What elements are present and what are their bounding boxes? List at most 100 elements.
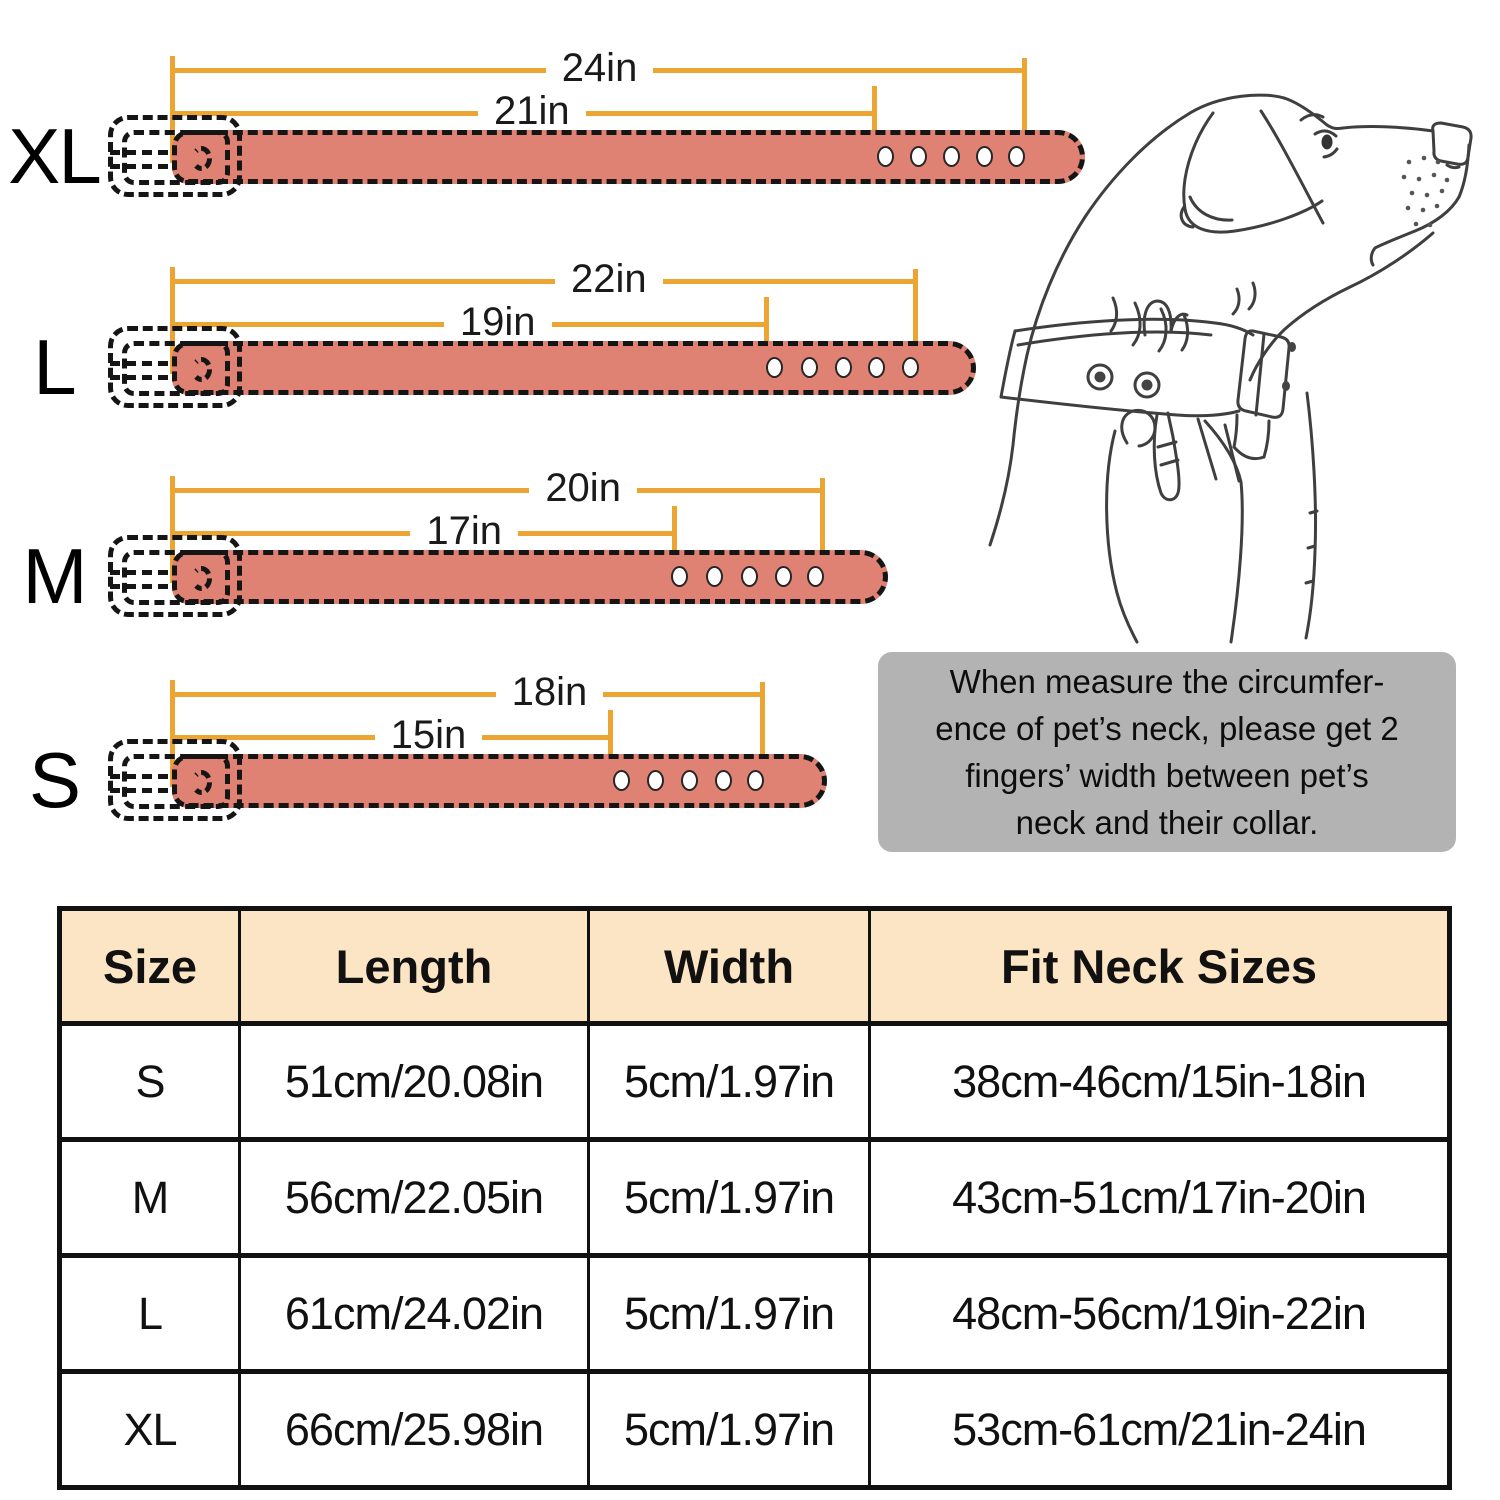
line-segment: [636, 487, 825, 493]
collar-hole: [671, 566, 688, 587]
collar-hole: [943, 146, 960, 167]
size-table: Size Length Width Fit Neck Sizes S 51cm/…: [57, 906, 1452, 1490]
buckle-outline: [108, 326, 242, 408]
buckle-frame: [122, 754, 230, 809]
buckle-slot: [110, 584, 168, 589]
dimension-line-xl-outer: 24in: [172, 46, 1027, 94]
cell-size: XL: [58, 1369, 241, 1490]
line-segment: [172, 691, 496, 697]
hand-finger: [1152, 411, 1181, 502]
cell-width: 5cm/1.97in: [587, 1021, 871, 1142]
cell-width: 5cm/1.97in: [587, 1253, 871, 1374]
buckle-slot: [110, 164, 168, 169]
dimension-tick: [170, 56, 175, 163]
cell-fit-neck: 48cm-56cm/19in-22in: [868, 1253, 1451, 1374]
dog-collar-buckle: [1236, 329, 1291, 419]
line-segment: [172, 530, 411, 536]
collar-hole: [706, 566, 723, 587]
dimension-line-m-outer: 20in: [172, 466, 825, 514]
dimension-tick: [170, 267, 175, 374]
buckle-slot: [110, 788, 168, 793]
buckle-slot: [110, 774, 168, 779]
buckle-slot: [110, 570, 168, 575]
collar-strap-xl: [172, 130, 1085, 184]
dimension-line-l-outer: 22in: [172, 257, 918, 305]
cell-size: L: [58, 1253, 241, 1374]
dimension-line-s-inner: 15in: [172, 713, 613, 761]
collar-strap-l: [172, 341, 976, 395]
collar-hole: [807, 566, 824, 587]
dimension-tick: [608, 710, 613, 784]
line-segment: [662, 278, 918, 284]
size-label-l: L: [33, 323, 76, 411]
buckle-outline: [108, 739, 242, 821]
dog-eye: [1321, 134, 1333, 150]
table-row: XL 66cm/25.98in 5cm/1.97in 53cm-61cm/21i…: [58, 1369, 1451, 1490]
collar-hole: [613, 770, 630, 791]
collar-hole: [801, 357, 818, 378]
buckle-pin: [191, 357, 212, 382]
table-row: L 61cm/24.02in 5cm/1.97in 48cm-56cm/19in…: [58, 1253, 1451, 1374]
table-header-fit-neck-sizes: Fit Neck Sizes: [868, 906, 1451, 1026]
size-label-m: M: [22, 532, 88, 620]
dimension-tick: [913, 269, 918, 371]
dimension-line-m-inner: 17in: [172, 509, 677, 557]
size-label-s: S: [28, 736, 81, 824]
collar-hole: [766, 357, 783, 378]
dimension-line-l-inner: 19in: [172, 300, 769, 348]
cell-size: S: [58, 1021, 241, 1142]
dimension-tick: [672, 506, 677, 580]
collar-grommet: [1086, 363, 1114, 391]
table-row: M 56cm/22.05in 5cm/1.97in 43cm-51cm/17in…: [58, 1137, 1451, 1258]
dimension-tick: [760, 682, 765, 784]
collar-hole: [775, 566, 792, 587]
collar-hole: [681, 770, 698, 791]
cell-length: 56cm/22.05in: [238, 1137, 590, 1258]
dimension-label: 21in: [493, 89, 570, 133]
collar-hole: [976, 146, 993, 167]
dimension-tick: [820, 478, 825, 580]
dimension-tick: [872, 86, 877, 160]
finger-under-collar: [1142, 299, 1173, 337]
dimension-label: 24in: [561, 46, 638, 90]
size-label-xl: XL: [8, 112, 101, 200]
dimension-label: 17in: [426, 509, 503, 553]
dog-nose: [1431, 121, 1473, 166]
table-header-row: Size Length Width Fit Neck Sizes: [58, 906, 1451, 1026]
cell-fit-neck: 38cm-46cm/15in-18in: [868, 1021, 1451, 1142]
buckle-outline: [108, 115, 242, 197]
measuring-note-text: When measure the circumfer- ence of pet’…: [935, 663, 1399, 841]
dog-collar-band: [1013, 317, 1255, 337]
collar-grommet: [1133, 371, 1161, 399]
line-segment: [172, 734, 375, 740]
line-segment: [172, 67, 546, 73]
dimension-label: 19in: [459, 300, 536, 344]
collar-strap-m: [172, 550, 888, 604]
table-header-length: Length: [238, 906, 590, 1026]
table-header-size: Size: [58, 906, 241, 1026]
dimension-label: 20in: [545, 466, 621, 510]
buckle-pin: [191, 770, 212, 795]
line-segment: [585, 110, 877, 116]
line-segment: [172, 278, 556, 284]
cell-length: 66cm/25.98in: [238, 1369, 590, 1490]
dog-head-outline: [1188, 93, 1435, 133]
dimension-tick: [170, 680, 175, 787]
collar-hole: [747, 770, 764, 791]
cell-width: 5cm/1.97in: [587, 1369, 871, 1490]
dimension-label: 15in: [390, 713, 467, 757]
dimension-tick: [764, 297, 769, 371]
cell-size: M: [58, 1137, 241, 1258]
collar-strap-s: [172, 754, 827, 808]
collar-hole: [741, 566, 758, 587]
buckle-frame: [122, 130, 230, 185]
collar-hole: [715, 770, 732, 791]
collar-hole: [868, 357, 885, 378]
muzzle-dots: [1401, 155, 1450, 228]
buckle-outline: [108, 535, 242, 617]
dimension-label: 18in: [511, 670, 588, 714]
dog-ear: [1182, 111, 1324, 234]
collar-hole: [877, 146, 894, 167]
collar-hole: [910, 146, 927, 167]
cell-fit-neck: 43cm-51cm/17in-20in: [868, 1137, 1451, 1258]
